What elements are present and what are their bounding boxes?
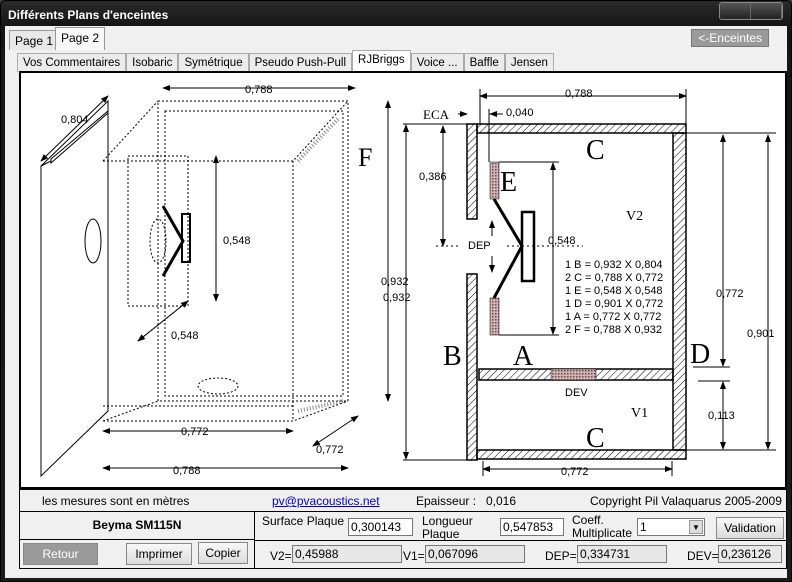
label-e: E [500, 167, 517, 198]
dev-field: 0,236126 [718, 545, 782, 563]
longueur-label: Longueur [422, 514, 473, 528]
epaisseur-value: 0,016 [486, 494, 517, 508]
dim-eca: 0,040 [506, 107, 534, 119]
isometric-view [40, 85, 391, 478]
part-line: 2 C = 0,788 X 0,772 [565, 272, 663, 284]
enceintes-button[interactable]: <-Enceintes [691, 29, 769, 47]
dim-width-top: 0,788 [245, 84, 273, 96]
section-dimensions [403, 89, 776, 476]
surface-label: Surface Plaque [262, 514, 345, 528]
dim-baffle-w: 0,548 [171, 330, 199, 342]
info-row: les mesures sont en mètres pv@pvacoustic… [20, 490, 786, 512]
imprimer-button[interactable]: Imprimer [126, 543, 192, 565]
label-v1: V1 [631, 406, 648, 421]
dim-outer-w: 0,788 [173, 465, 201, 477]
retour-button[interactable]: Retour [23, 543, 98, 565]
surface-input[interactable]: 0,300143 [348, 518, 413, 536]
dep-field: 0,334731 [577, 545, 667, 563]
dev-label: DEV= [687, 549, 719, 563]
email-link[interactable]: pv@pvacoustics.net [272, 494, 380, 508]
tab-vos-commentaires[interactable]: Vos Commentaires [17, 53, 127, 72]
window-title: Différents Plans d'enceintes [8, 8, 169, 22]
enclosure-drawing: 0,804 0,788 0,932 0,548 0,548 0,772 0,77… [40, 84, 776, 478]
label-b: B [443, 341, 462, 372]
section-labels: 0,788 ECA 0,040 0,386 DEP 0,548 0,932 0,… [383, 88, 775, 478]
close-button[interactable] [751, 3, 782, 19]
part-line: 1 E = 0,548 X 0,548 [565, 285, 663, 297]
tab-pseudo-push-pull[interactable]: Pseudo Push-Pull [248, 53, 353, 72]
v2-label: V2= [270, 549, 292, 563]
front-panel [40, 99, 109, 478]
coeff-label-2: Multiplicate [572, 526, 633, 540]
tab-rjbriggs[interactable]: RJBriggs [352, 50, 411, 72]
port-ellipse [84, 218, 102, 264]
units-note: les mesures sont en mètres [42, 494, 190, 508]
label-c-top: C [586, 135, 605, 166]
tab-jensen[interactable]: Jensen [504, 53, 554, 72]
dim-901: 0,901 [747, 328, 775, 340]
part-line: 1 A = 0,772 X 0,772 [565, 311, 661, 323]
coeff-select[interactable]: 1▼ [637, 518, 705, 536]
v1-label: V1= [403, 549, 425, 563]
label-c-bottom: C [586, 423, 605, 454]
isometric-labels: 0,804 0,788 0,932 0,548 0,548 0,772 0,77… [61, 84, 409, 477]
client-area: Page 1 Page 2 <-Enceintes Vos Commentair… [5, 26, 788, 578]
minimize-button[interactable] [720, 3, 751, 19]
parts-list: 1 B = 0,932 X 0,804 2 C = 0,788 X 0,772 … [565, 259, 663, 336]
box-back [157, 100, 349, 402]
label-dep: DEP [468, 240, 491, 252]
dim-height: 0,932 [381, 276, 409, 288]
label-f: F [358, 143, 372, 172]
v1-field: 0,067096 [425, 545, 525, 563]
label-a: A [513, 341, 534, 372]
tab-baffle[interactable]: Baffle [463, 53, 505, 72]
dep-label: DEP= [545, 549, 577, 563]
dim-113: 0,113 [708, 410, 735, 422]
tab-isobaric[interactable]: Isobaric [126, 53, 179, 72]
speaker-name: Beyma SM115N [20, 512, 254, 540]
dim-depth: 0,804 [61, 114, 89, 126]
dim-inner-w: 0,772 [181, 426, 209, 438]
tab-voice[interactable]: Voice ... [410, 53, 464, 72]
dim-386: 0,386 [419, 171, 447, 183]
part-line: 1 D = 0,901 X 0,772 [565, 298, 663, 310]
part-line: 1 B = 0,932 X 0,804 [565, 259, 663, 271]
tab-page-1[interactable]: Page 1 [9, 30, 60, 50]
left-block: Beyma SM115N Retour Imprimer Copier [20, 512, 255, 569]
drawing-panel: 0,804 0,788 0,932 0,548 0,548 0,772 0,77… [19, 71, 787, 489]
section-view [466, 123, 687, 461]
window-controls[interactable] [719, 2, 783, 20]
dim-depth-bottom: 0,772 [316, 444, 344, 456]
footer: les mesures sont en mètres pv@pvacoustic… [19, 489, 788, 569]
dim-baffle-h: 0,548 [223, 235, 251, 247]
dim-height-left: 0,932 [383, 292, 411, 304]
copyright: Copyright Pil Valaquarus 2005-2009 [590, 494, 782, 508]
longueur-input[interactable]: 0,547853 [500, 518, 564, 536]
copier-button[interactable]: Copier [198, 542, 248, 564]
tab-symetrique[interactable]: Symétrique [178, 53, 249, 72]
subtabs: Vos Commentaires Isobaric Symétrique Pse… [17, 50, 554, 72]
dim-width-top-r: 0,788 [565, 88, 593, 100]
dim-plaque: 0,548 [548, 235, 576, 247]
chevron-down-icon[interactable]: ▼ [689, 520, 703, 534]
dim-bottom-w: 0,772 [561, 466, 589, 478]
label-v2: V2 [626, 209, 643, 224]
label-eca: ECA [423, 107, 450, 122]
coeff-label: Coeff. [572, 513, 604, 527]
validation-button[interactable]: Validation [716, 517, 784, 539]
longueur-label-2: Plaque [422, 527, 460, 541]
tab-page-2[interactable]: Page 2 [55, 27, 106, 50]
coeff-value: 1 [640, 520, 647, 534]
label-dev: DEV [565, 387, 588, 399]
epaisseur-label: Epaisseur : [416, 494, 477, 508]
part-line: 2 F = 0,788 X 0,932 [565, 324, 662, 336]
divider [255, 540, 788, 541]
v2-field: 0,45988 [292, 545, 402, 563]
label-d: D [690, 339, 710, 370]
dim-772: 0,772 [716, 288, 744, 300]
